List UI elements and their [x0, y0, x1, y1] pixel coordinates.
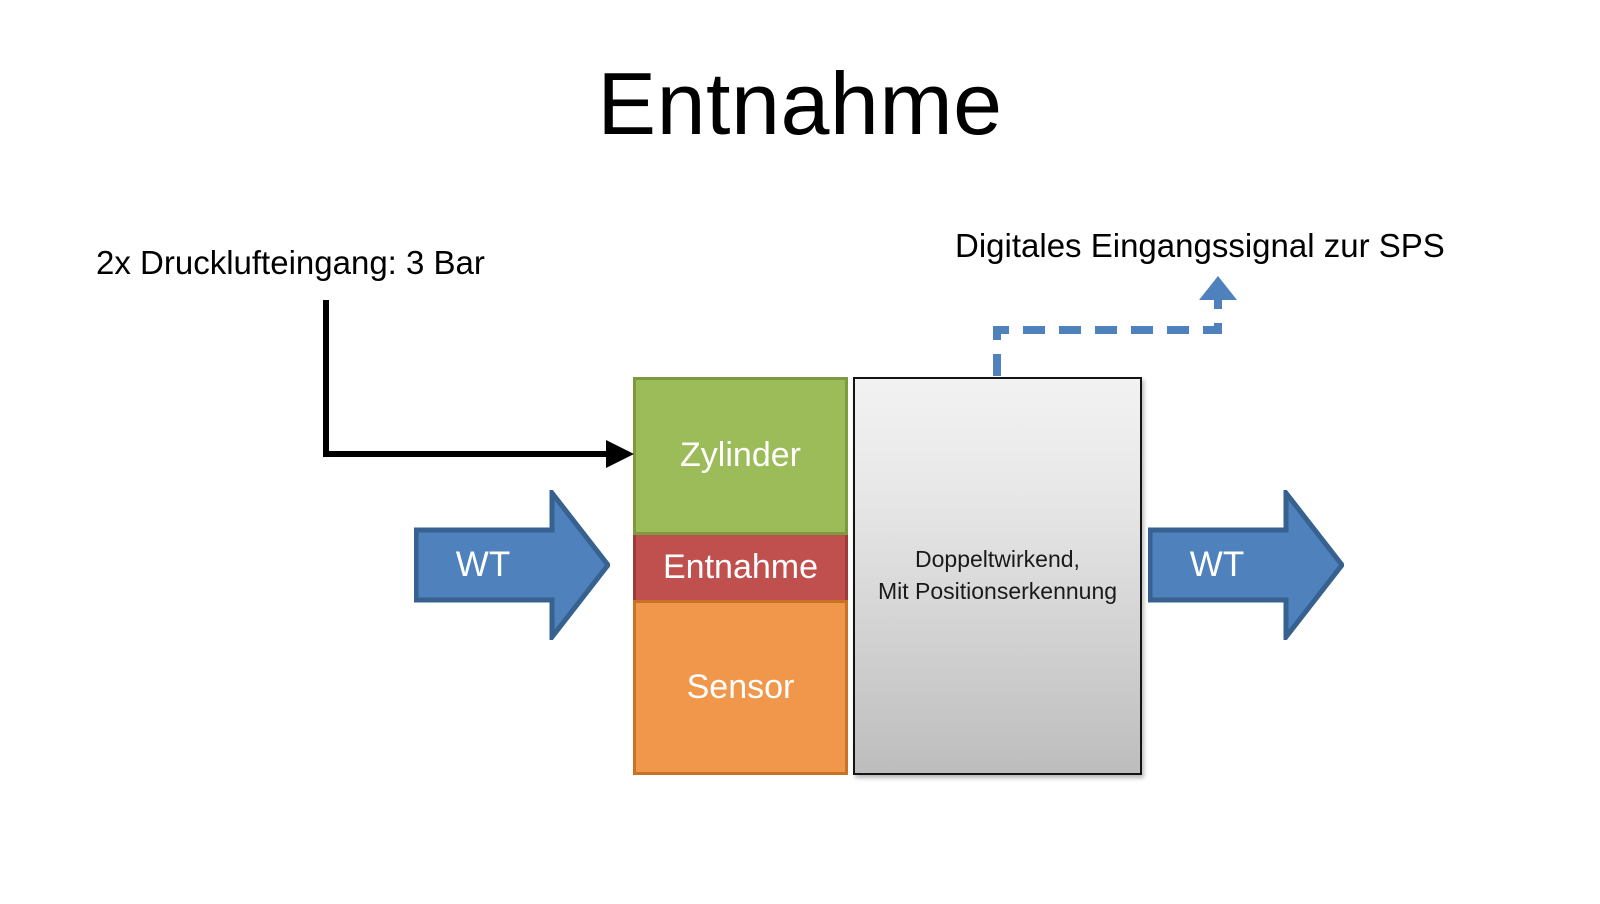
module-label-zylinder: Zylinder	[680, 436, 801, 475]
page-title: Entnahme	[597, 54, 1003, 153]
detail-box-text: Doppeltwirkend, Mit Positionserkennung	[877, 546, 1118, 604]
module-block-sensor[interactable]: Sensor	[633, 600, 848, 775]
module-stack: Zylinder Entnahme Sensor	[633, 377, 848, 775]
module-label-entnahme: Entnahme	[663, 547, 818, 586]
right-arrow-icon	[1148, 490, 1344, 640]
flow-arrow-right[interactable]: WT	[1148, 490, 1344, 640]
digital-signal-label: Digitales Eingangssignal zur SPS	[955, 227, 1445, 264]
air-inlet-connector	[323, 300, 634, 468]
module-block-entnahme[interactable]: Entnahme	[633, 535, 848, 600]
air-inlet-label: 2x Drucklufteingang: 3 Bar	[96, 244, 485, 281]
digital-signal-connector	[993, 276, 1237, 376]
detail-box: Doppeltwirkend, Mit Positionserkennung	[853, 377, 1142, 775]
module-label-sensor: Sensor	[686, 667, 795, 706]
right-arrow-icon	[414, 490, 610, 640]
module-block-zylinder[interactable]: Zylinder	[633, 377, 848, 535]
flow-arrow-left[interactable]: WT	[414, 490, 610, 640]
